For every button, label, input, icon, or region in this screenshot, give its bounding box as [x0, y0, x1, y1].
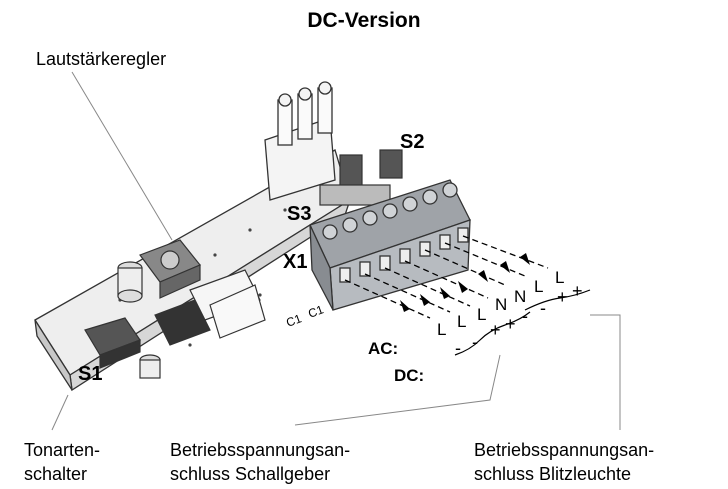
c1-label-b: C1	[306, 302, 326, 321]
polarity-beacon-3: +	[557, 287, 568, 307]
beacon-supply-label-line1: Betriebsspannungsan-	[474, 440, 655, 460]
sounder-arrows	[400, 281, 468, 312]
polarity-beacon-1: -	[522, 306, 528, 326]
terminal-sounder-2: L	[457, 312, 466, 331]
components	[117, 261, 266, 379]
c1-label-a: C1	[284, 311, 304, 330]
volume-control-label: Lautstärkeregler	[36, 49, 167, 69]
polarity-braces	[454, 289, 591, 356]
polarity-sounder-4: +	[505, 314, 516, 334]
ac-label: AC:	[368, 339, 399, 358]
volume-leader-line	[71, 71, 173, 241]
rear-connector	[264, 81, 336, 201]
polarity-sounder-3: +	[490, 320, 501, 340]
tone-switch-leader-line	[51, 394, 69, 431]
terminal-beacon-2: L	[534, 277, 543, 296]
beacon-leader-line	[590, 314, 621, 430]
beacon-supply-label-line2: schluss Blitzleuchte	[474, 464, 632, 484]
terminal-beacon-3: L	[555, 268, 564, 287]
sounder-supply-label-line2: schluss Schallgeber	[170, 464, 331, 484]
sounder-wires	[344, 260, 489, 319]
x1-label: X1	[283, 251, 307, 273]
dc-label: DC:	[394, 366, 425, 385]
sounder-supply-label-line1: Betriebsspannungsan-	[170, 440, 351, 460]
polarity-beacon-2: -	[540, 298, 546, 318]
volume-potentiometer	[139, 239, 201, 299]
diagram-title: DC-Version	[307, 9, 421, 32]
s2-label: S2	[400, 131, 424, 153]
polarity-beacon-4: +	[572, 281, 583, 301]
s3-label: S3	[287, 203, 311, 225]
terminal-sounder-3: L	[477, 305, 486, 324]
s1-label: S1	[78, 363, 102, 385]
s1-switch	[84, 317, 141, 369]
tone-switch-label-line1: Tonarten-	[24, 440, 101, 460]
terminal-beacon-1: N	[514, 287, 526, 306]
terminal-sounder-4: N	[495, 295, 507, 314]
jumper-blocks	[319, 149, 403, 206]
terminal-sounder-1: L	[437, 320, 446, 339]
beacon-arrows	[478, 253, 530, 282]
beacon-wires	[424, 235, 549, 286]
tone-switch-label-line2: schalter	[24, 464, 88, 484]
sounder-leader-line	[294, 354, 501, 426]
polarity-sounder-2: -	[472, 332, 478, 352]
terminal-block	[309, 179, 471, 311]
polarity-sounder-1: -	[455, 338, 461, 358]
